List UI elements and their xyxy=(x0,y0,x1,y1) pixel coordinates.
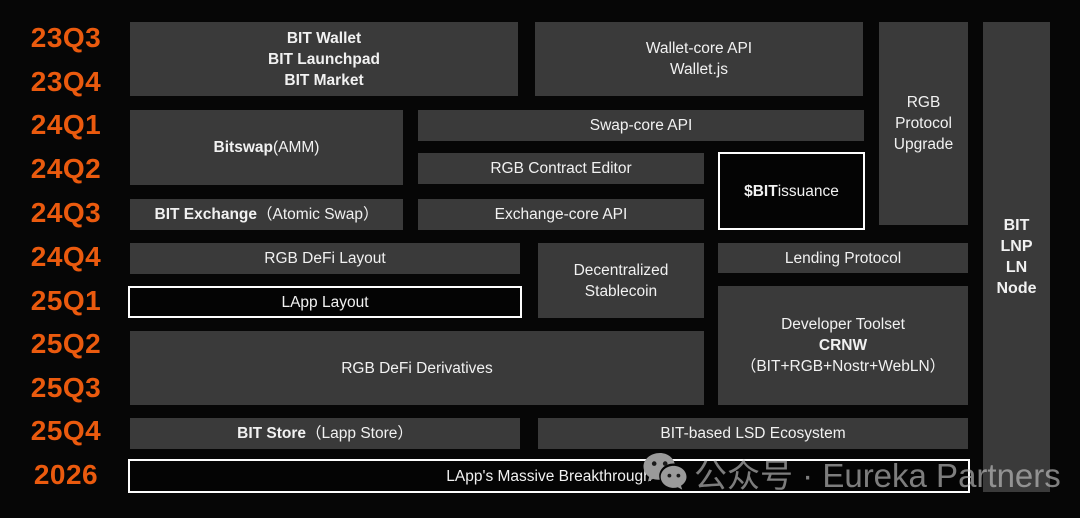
box-rgb-protocol-upgrade: RGB Protocol Upgrade xyxy=(879,22,968,225)
developer-toolset-line2: CRNW xyxy=(818,337,868,354)
bitswap-name: Bitswap xyxy=(213,139,273,156)
quarter-label-24q1: 24Q1 xyxy=(30,109,102,140)
bit-lnp-line3: LN xyxy=(1005,259,1028,276)
box-exchange-core-api: Exchange-core API xyxy=(418,199,704,230)
bit-lnp-line1: BIT xyxy=(1003,217,1030,234)
swap-core-label: Swap-core API xyxy=(589,117,693,134)
box-lapp-layout: LApp Layout xyxy=(128,286,522,318)
stablecoin-line1: Decentralized xyxy=(573,261,669,279)
lapp-layout-label: LApp Layout xyxy=(281,293,369,311)
lsd-ecosystem-label: BIT-based LSD Ecosystem xyxy=(660,425,846,442)
quarter-label-24q3: 24Q3 xyxy=(30,197,102,228)
box-lsd-ecosystem: BIT-based LSD Ecosystem xyxy=(538,418,968,449)
quarter-label-25q4: 25Q4 xyxy=(30,415,102,446)
quarter-label-24q4: 24Q4 xyxy=(30,241,102,272)
box-bit-exchange: BIT Exchange（Atomic Swap） xyxy=(130,199,403,230)
box-bitswap: Bitswap (AMM) xyxy=(130,110,403,185)
quarter-label-25q3: 25Q3 xyxy=(30,372,102,403)
rgb-defi-derivatives-label: RGB DeFi Derivatives xyxy=(341,359,493,377)
wallet-core-line2: Wallet.js xyxy=(670,61,728,78)
box-bit-issuance: $BIT issuance xyxy=(718,152,865,230)
bit-issuance-ticker: $BIT xyxy=(744,182,778,200)
exchange-core-label: Exchange-core API xyxy=(494,206,628,223)
box-bit-lnp-ln-node: BIT LNP LN Node xyxy=(983,22,1050,492)
quarter-label-25q2: 25Q2 xyxy=(30,328,102,359)
bit-issuance-suffix: issuance xyxy=(777,182,839,200)
lapp-breakthrough-label: LApp's Massive Breakthrough xyxy=(446,467,652,485)
bitswap-suffix: (AMM) xyxy=(272,139,320,156)
box-rgb-contract-editor: RGB Contract Editor xyxy=(418,153,704,184)
box-rgb-defi-layout: RGB DeFi Layout xyxy=(130,243,520,274)
bit-exchange-name: BIT Exchange xyxy=(154,206,258,223)
rgb-protocol-line3: Upgrade xyxy=(893,136,954,153)
bit-wallet-line2: BIT Launchpad xyxy=(268,50,380,68)
bit-lnp-line4: Node xyxy=(996,280,1037,297)
quarter-label-2026: 2026 xyxy=(33,459,99,490)
quarter-label-23q4: 23Q4 xyxy=(30,66,102,97)
bit-store-suffix: （Lapp Store） xyxy=(306,425,413,442)
bit-wallet-line1: BIT Wallet xyxy=(286,29,362,47)
box-rgb-defi-derivatives: RGB DeFi Derivatives xyxy=(130,331,704,405)
quarter-label-25q1: 25Q1 xyxy=(30,285,102,316)
bit-wallet-line3: BIT Market xyxy=(284,71,364,89)
bit-store-name: BIT Store xyxy=(237,425,307,442)
developer-toolset-line3: （BIT+RGB+Nostr+WebLN） xyxy=(740,358,946,375)
rgb-defi-layout-label: RGB DeFi Layout xyxy=(264,250,386,267)
quarter-label-23q3: 23Q3 xyxy=(30,22,102,53)
box-swap-core-api: Swap-core API xyxy=(418,110,864,141)
stablecoin-line2: Stablecoin xyxy=(584,282,658,300)
quarter-label-24q2: 24Q2 xyxy=(30,153,102,184)
rgb-contract-editor-label: RGB Contract Editor xyxy=(490,160,632,177)
box-lending-protocol: Lending Protocol xyxy=(718,243,968,273)
rgb-protocol-line2: Protocol xyxy=(895,115,952,132)
box-developer-toolset: Developer Toolset CRNW （BIT+RGB+Nostr+We… xyxy=(718,286,968,405)
rgb-protocol-line1: RGB xyxy=(906,94,941,111)
box-wallet-core-api: Wallet-core API Wallet.js xyxy=(535,22,863,96)
box-lapp-breakthrough: LApp's Massive Breakthrough xyxy=(128,459,970,493)
box-decentralized-stablecoin: Decentralized Stablecoin xyxy=(538,243,704,318)
box-bit-store: BIT Store（Lapp Store） xyxy=(130,418,520,449)
wallet-core-line1: Wallet-core API xyxy=(645,40,753,57)
bit-lnp-line2: LNP xyxy=(1000,238,1033,255)
developer-toolset-line1: Developer Toolset xyxy=(781,316,905,333)
lending-protocol-label: Lending Protocol xyxy=(784,249,902,267)
bit-exchange-suffix: （Atomic Swap） xyxy=(257,206,379,223)
box-bit-wallet: BIT Wallet BIT Launchpad BIT Market xyxy=(130,22,518,96)
